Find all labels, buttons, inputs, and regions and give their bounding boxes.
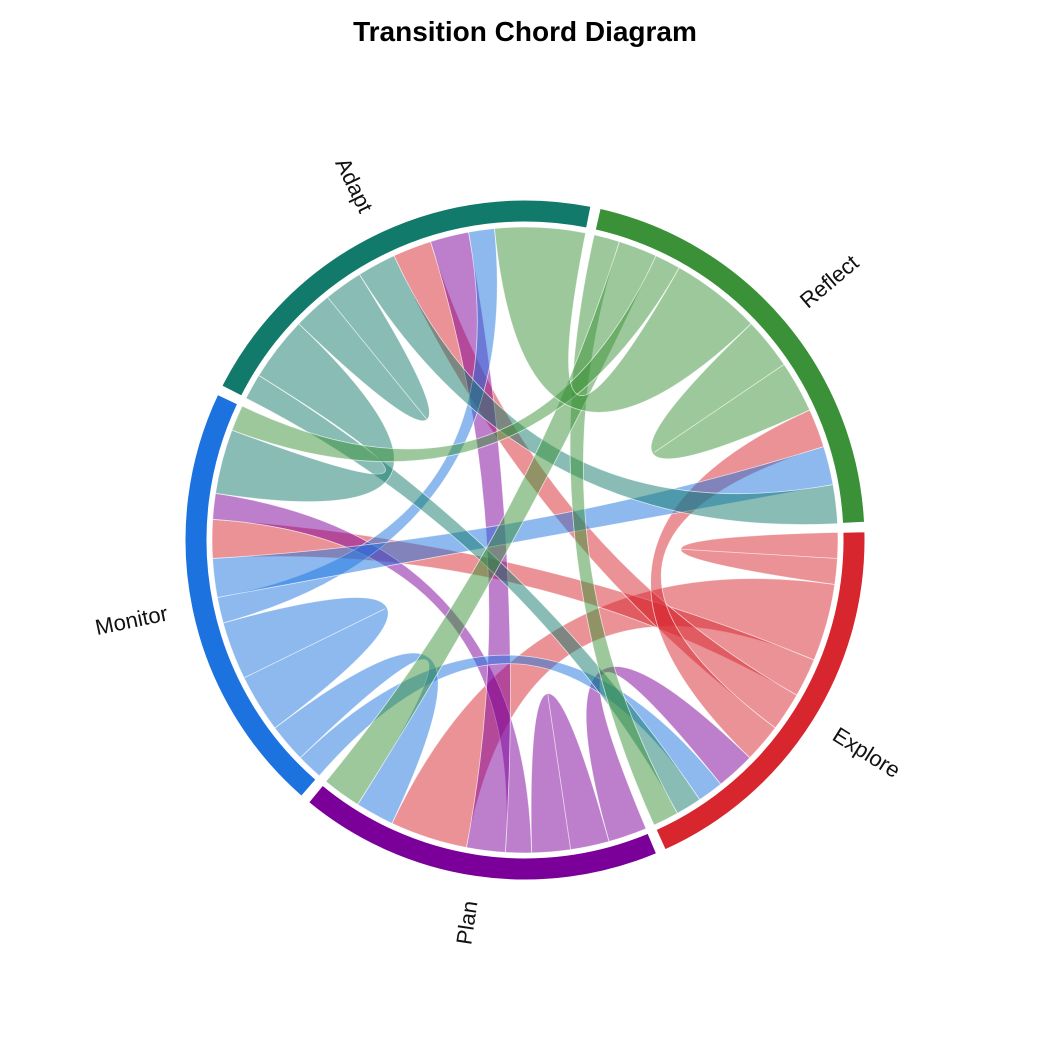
chart-title: Transition Chord Diagram bbox=[353, 16, 697, 47]
node-label-monitor: Monitor bbox=[93, 601, 170, 640]
ribbon-explore-to-explore bbox=[680, 531, 839, 585]
ribbon-reflect-to-monitor bbox=[231, 255, 680, 463]
ribbon-adapt-to-monitor bbox=[215, 323, 395, 503]
ribbon-plan-to-adapt bbox=[430, 231, 511, 853]
ribbon-adapt-to-reflect bbox=[358, 255, 838, 525]
node-label-plan: Plan bbox=[451, 899, 482, 946]
node-label-adapt: Adapt bbox=[330, 154, 378, 217]
ribbon-layer bbox=[211, 226, 839, 854]
node-arc-plan bbox=[308, 784, 658, 881]
node-label-reflect: Reflect bbox=[795, 250, 863, 313]
ribbon-plan-to-plan bbox=[530, 693, 610, 854]
node-label-explore: Explore bbox=[828, 722, 904, 783]
ribbon-adapt-to-adapt bbox=[298, 273, 430, 422]
ribbon-reflect-to-reflect bbox=[650, 323, 811, 460]
arc-layer bbox=[184, 199, 866, 881]
ribbon-reflect-to-adapt bbox=[494, 226, 752, 413]
node-arc-monitor bbox=[184, 393, 317, 797]
node-arc-explore bbox=[655, 531, 866, 851]
ribbon-monitor-to-monitor bbox=[222, 597, 389, 729]
node-arc-reflect bbox=[594, 207, 866, 524]
node-arc-adapt bbox=[221, 199, 592, 397]
